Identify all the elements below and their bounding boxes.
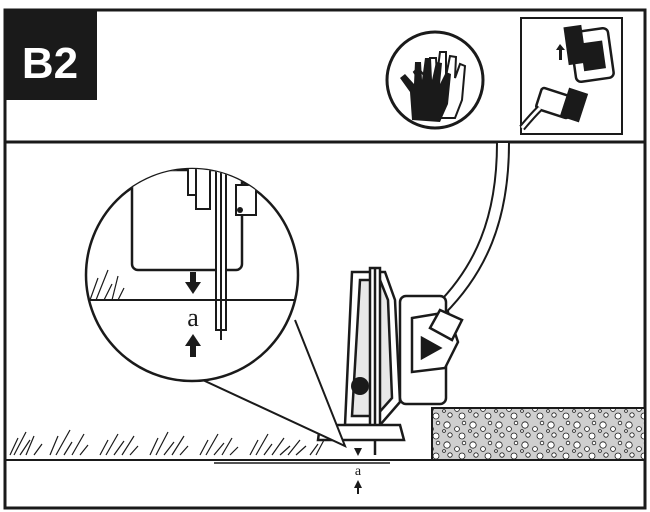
blade-depth-dimension: a <box>214 448 390 494</box>
dimension-label-small: a <box>355 464 362 479</box>
magnifier-callout: a <box>84 167 347 448</box>
magnified-dimension: a <box>185 272 201 357</box>
step-badge-label: B2 <box>22 39 78 88</box>
dimension-label-large: a <box>187 303 199 332</box>
trimmer-shaft <box>435 142 510 315</box>
step-badge-background <box>5 10 97 100</box>
paving-stones <box>431 407 646 461</box>
shaft-connector <box>428 308 464 342</box>
edger-head <box>316 266 460 455</box>
grass <box>9 429 325 456</box>
protective-gloves-icon <box>385 30 485 130</box>
battery-pack-icon <box>519 17 623 135</box>
arrow-down-icon <box>354 448 362 456</box>
arrow-down-icon <box>185 282 201 294</box>
arrow-up-icon <box>185 334 201 346</box>
arrow-up-icon <box>354 480 362 488</box>
step-badge: B2 <box>5 10 97 100</box>
